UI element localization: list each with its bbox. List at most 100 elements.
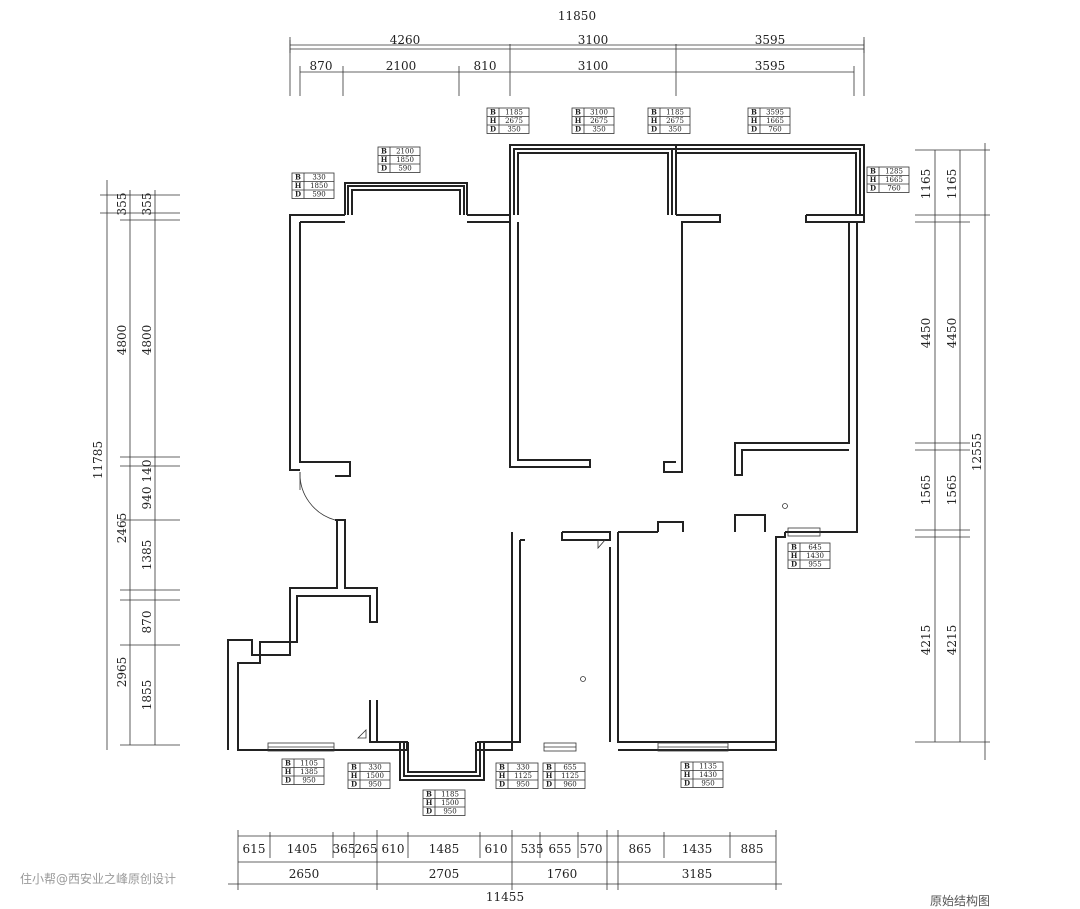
window-table-value-H: 1665 [766, 117, 784, 125]
right-inner-dim-3: 1565 [945, 475, 959, 506]
top-sub-dim-4: 3100 [578, 59, 609, 73]
window-table-key-D: D [499, 780, 505, 789]
window-table-key-H: H [751, 116, 758, 125]
bottom-sub-dim-3: 1760 [547, 867, 578, 881]
window-table-value-B: 330 [368, 764, 381, 772]
bottom-dim-7: 610 [485, 842, 508, 856]
window-table-key-D: D [295, 190, 301, 199]
window-table-key-H: H [651, 116, 658, 125]
window-table-value-B: 3595 [766, 109, 784, 117]
top-sub-dim-3: 810 [474, 59, 497, 73]
window-table-value-B: 1185 [505, 109, 523, 117]
window-table-frame [486, 107, 530, 134]
window-table-key-D: D [651, 125, 657, 134]
window-table-key-B: B [870, 167, 876, 176]
window-table-key-H: H [381, 155, 388, 164]
window-table-value-D: 590 [312, 191, 325, 199]
window-table-value-B: 645 [808, 544, 821, 552]
window-table-value-D: 950 [443, 808, 456, 816]
window-table-key-B: B [546, 763, 552, 772]
window-table-key-B: B [684, 762, 690, 771]
window-table-value-B: 1185 [666, 109, 684, 117]
window-table-key-D: D [684, 779, 690, 788]
window-table-key-B: B [490, 108, 496, 117]
window-table-key-D: D [575, 125, 581, 134]
window-table-key-H: H [426, 798, 433, 807]
window-table-key-D: D [426, 807, 432, 816]
top-sub-dim-1: 870 [310, 59, 333, 73]
window-table-key-H: H [684, 770, 691, 779]
window-table-key-H: H [295, 181, 302, 190]
window-table-key-B: B [575, 108, 581, 117]
window-table-value-D: 960 [563, 781, 576, 789]
window-table-key-B: B [295, 173, 301, 182]
bottom-dim-5: 610 [382, 842, 405, 856]
bottom-dim-1: 615 [243, 842, 266, 856]
window-table-frame [747, 107, 791, 134]
top-dim-1: 4260 [390, 33, 421, 47]
window-table-value-B: 3100 [590, 109, 608, 117]
window-table-value-D: 955 [808, 561, 821, 569]
window-table-value-B: 330 [516, 764, 529, 772]
window-table-value-B: 1285 [885, 168, 903, 176]
window-table-key-D: D [791, 560, 797, 569]
window-table-value-H: 2675 [590, 117, 608, 125]
window-table-frame [571, 107, 615, 134]
left-inner-dim-6: 870 [140, 611, 154, 634]
left-inner-dim-7: 1855 [140, 680, 154, 711]
bottom-total-dim: 11455 [486, 890, 524, 904]
bottom-dim-10: 570 [580, 842, 603, 856]
right-dim-2: 4450 [919, 318, 933, 349]
pipe-marker-lower [580, 676, 586, 682]
walls [227, 144, 865, 751]
bottom-dim-12: 1435 [682, 842, 713, 856]
right-dim-1: 1165 [919, 169, 933, 200]
window-table-value-D: 950 [302, 777, 315, 785]
bottom-dim-9: 655 [549, 842, 572, 856]
window-table-key-D: D [751, 125, 757, 134]
window-table-value-D: 590 [398, 165, 411, 173]
window-table-value-B: 1185 [441, 791, 459, 799]
bottom-sub-dim-1: 2650 [289, 867, 320, 881]
window-table-value-D: 760 [887, 185, 900, 193]
left-inner-dim-4: 940 [140, 487, 154, 510]
window-table-key-H: H [285, 767, 292, 776]
window-table-key-H: H [575, 116, 582, 125]
window-table-value-H: 1850 [310, 182, 328, 190]
window-table-value-H: 1125 [514, 772, 532, 780]
left-inner-dim-2: 4800 [140, 325, 154, 356]
left-dim-2: 4800 [115, 325, 129, 356]
window-table-frame [281, 758, 325, 785]
window-table-frame [787, 542, 831, 569]
window-table-key-H: H [546, 771, 553, 780]
window-table-key-D: D [285, 776, 291, 785]
window-table-value-D: 350 [668, 126, 681, 134]
window-table-value-D: 950 [701, 780, 714, 788]
window-table-key-H: H [870, 175, 877, 184]
bottom-sub-dim-4: 3185 [682, 867, 713, 881]
bay-window-bottom [399, 742, 485, 781]
window-table-key-D: D [381, 164, 387, 173]
window-table-frame [422, 789, 466, 816]
window-table-key-D: D [546, 780, 552, 789]
right-dim-4: 4215 [919, 625, 933, 656]
window-table-value-H: 2675 [666, 117, 684, 125]
bottom-dim-13: 885 [741, 842, 764, 856]
window-table-frame [291, 172, 335, 199]
window-table-value-H: 1430 [806, 552, 824, 560]
window-table-value-D: 950 [516, 781, 529, 789]
window-table-key-B: B [426, 790, 432, 799]
left-dim-1: 355 [115, 193, 129, 216]
right-dimension-chain [915, 143, 990, 760]
window-table-value-H: 1665 [885, 176, 903, 184]
bottom-dim-4: 265 [355, 842, 378, 856]
